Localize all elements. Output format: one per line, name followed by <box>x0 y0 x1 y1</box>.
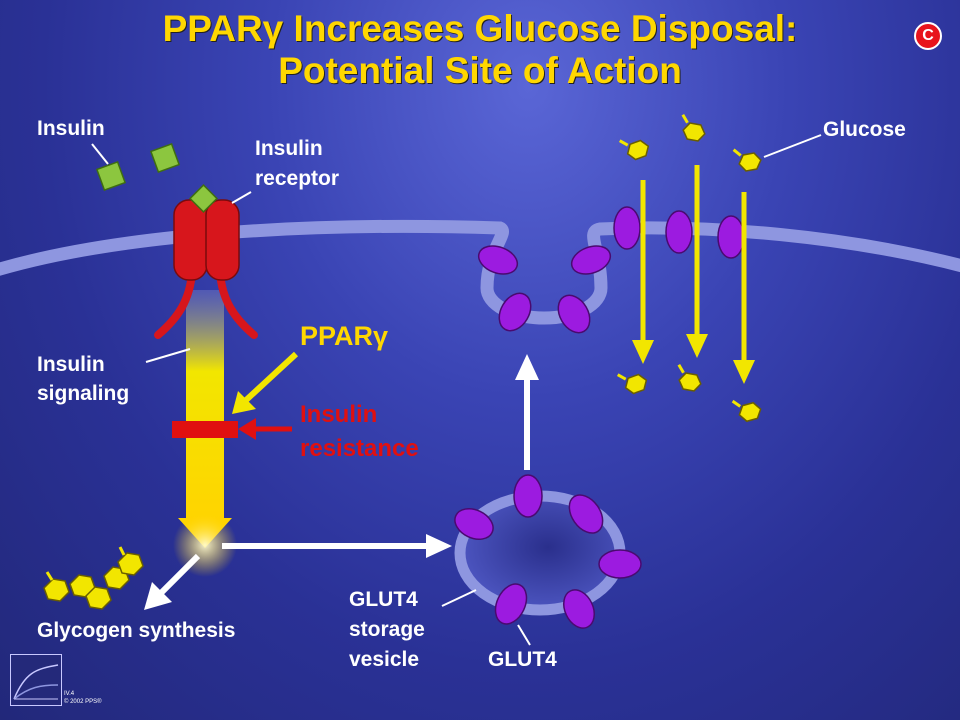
glucose-molecule <box>731 399 762 423</box>
label-glucose: Glucose <box>823 118 906 141</box>
glut4-vesicle-transporters <box>454 474 642 629</box>
ppar-arrow <box>241 351 299 405</box>
arrow-to-glycogen-head <box>144 582 172 610</box>
insulin-molecule <box>149 142 181 174</box>
label-glut4-vesicle-line-2: storage <box>349 618 425 641</box>
insulin-receptor <box>154 184 258 339</box>
insulin-resistance-block <box>172 421 238 438</box>
insulin-signaling-arrow <box>186 290 224 522</box>
label-glut4-vesicle-line-3: vesicle <box>349 648 420 671</box>
slide-title-line-1: PPARγ Increases Glucose Disposal: <box>162 8 798 49</box>
ppar-arrowhead <box>232 391 256 414</box>
glucose-molecules <box>616 114 762 423</box>
footer-text: IV.4 © 2002 PPS® <box>64 690 102 706</box>
label-insulin: Insulin <box>37 117 105 140</box>
label-glut4-vesicle-line-1: GLUT4 <box>349 588 418 611</box>
label-insulin-resistance-line-1: Insulin <box>300 401 378 428</box>
glucose-molecule <box>618 139 650 161</box>
glucose-molecule <box>616 373 648 395</box>
arrow-vesicle-to-membrane-head <box>515 354 539 380</box>
glycogen-chain <box>43 546 144 610</box>
glucose-transport-arrows <box>632 165 755 384</box>
label-insulin-receptor-line-1: Insulin <box>255 137 323 160</box>
label-insulin-resistance-line-2: resistance <box>300 435 419 462</box>
label-ppar-gamma: PPARγ <box>300 321 389 351</box>
label-insulin-signaling-line-2: signaling <box>37 382 130 405</box>
glut4-membrane-transporters <box>477 206 745 334</box>
footer-code: IV.4 <box>64 691 75 697</box>
glucose-molecule <box>677 364 702 392</box>
label-glut4: GLUT4 <box>488 648 557 671</box>
footer-copyright: © 2002 PPS® <box>64 699 102 705</box>
slide-title: PPARγ Increases Glucose Disposal: Potent… <box>0 8 960 92</box>
glucose-molecule <box>732 148 762 172</box>
cell-membrane <box>0 219 960 325</box>
label-insulin-signaling-line-1: Insulin <box>37 353 105 376</box>
glucose-molecule <box>681 114 706 142</box>
arrow-to-glycogen <box>157 553 201 597</box>
label-leader-lines <box>91 134 822 646</box>
label-glycogen-synthesis: Glycogen synthesis <box>37 619 236 642</box>
insulin-resistance-arrowhead <box>238 418 256 440</box>
arrow-to-vesicle-head <box>426 534 452 558</box>
insulin-molecule <box>95 160 127 192</box>
section-badge: C <box>914 22 942 50</box>
label-insulin-receptor-line-2: receptor <box>255 167 340 190</box>
publisher-logo <box>10 654 62 706</box>
slide-title-line-2: Potential Site of Action <box>278 50 682 91</box>
